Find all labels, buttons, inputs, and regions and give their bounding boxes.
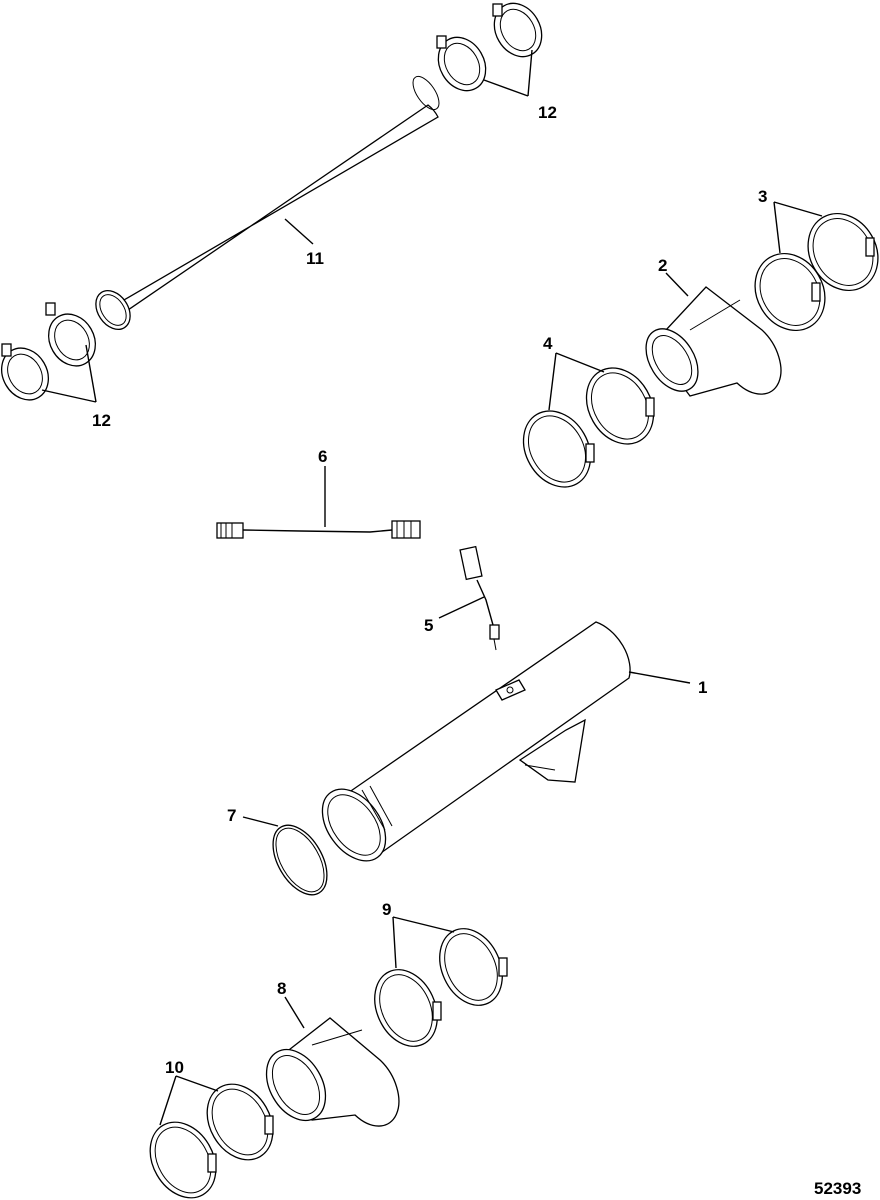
part-12-clamp-top-right [492,2,543,58]
part-3-clamp-left [754,252,826,332]
part-9-clamp-left [374,969,442,1047]
part-4-clamp-left [522,410,595,488]
part-3-clamp-right [807,212,879,292]
part-7-o-ring [272,824,328,896]
callout-5: 5 [424,616,433,635]
callout-12-top: 12 [538,103,557,122]
part-2-coupler [645,286,782,397]
callout-6: 6 [318,447,327,466]
callout-7: 7 [227,806,236,825]
part-1-housing [321,621,631,862]
part-8-coupler [265,1017,400,1127]
part-10-clamp-right [206,1083,274,1161]
part-10-clamp-left [149,1121,217,1199]
callout-12-left: 12 [92,411,111,430]
part-12-clamp-lower-left [0,343,50,401]
callout-10: 10 [165,1058,184,1077]
part-4-clamp-right [585,367,655,445]
callout-11: 11 [306,249,324,268]
callout-2: 2 [658,256,667,275]
figure-number: 52393 [814,1179,861,1198]
callout-1: 1 [698,678,707,697]
part-6-cable [216,520,421,539]
part-9-clamp-right [439,928,508,1006]
part-11-long-tube [95,75,440,330]
callout-8: 8 [277,979,286,998]
part-12-clamp-top-left [436,35,487,92]
part-12-clamp-lower-right [45,302,97,367]
callout-4: 4 [543,334,553,353]
part-5-sensor [459,545,500,651]
callout-9: 9 [382,900,391,919]
callout-3: 3 [758,187,767,206]
leader-lines [41,49,823,1126]
